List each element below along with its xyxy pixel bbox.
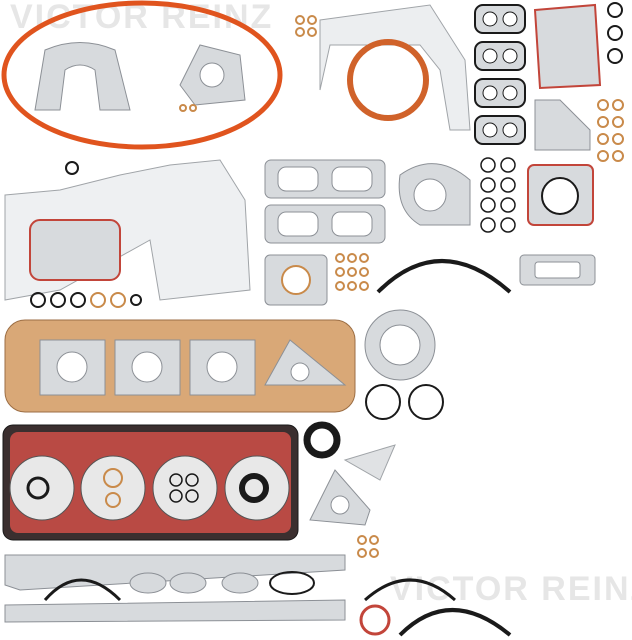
oil-pan-gasket-lower xyxy=(4,599,346,623)
crankshaft-seal xyxy=(347,39,429,121)
large-o-rings xyxy=(365,384,444,420)
red-seal-ring xyxy=(359,604,391,636)
water-pump-gasket xyxy=(29,219,121,281)
timing-cover-gasket xyxy=(319,4,471,131)
small-o-rings-row xyxy=(30,292,142,308)
o-ring-grid xyxy=(480,157,516,233)
svg-text:VICTOR REINZ: VICTOR REINZ xyxy=(390,570,632,608)
sump-corner-gasket xyxy=(343,444,396,481)
rear-half-moon-gasket xyxy=(398,608,512,637)
cover-gasket-top-right xyxy=(533,3,602,90)
cork-gasket-plates xyxy=(39,339,347,396)
rear-cover-gasket xyxy=(34,42,131,111)
black-flange-gasket xyxy=(269,571,315,595)
small-flange-gaskets xyxy=(129,572,259,594)
black-arc-seal-bottom xyxy=(364,578,456,602)
shaft-seal xyxy=(303,421,341,459)
black-arc-seal xyxy=(376,259,512,294)
large-o-ring xyxy=(1,0,283,150)
thermostat-gasket xyxy=(534,99,591,151)
copper-washers xyxy=(179,15,624,558)
o-rings-right xyxy=(607,2,623,64)
black-arc-seal-lower xyxy=(43,578,122,602)
exhaust-manifold-gaskets xyxy=(474,4,526,145)
